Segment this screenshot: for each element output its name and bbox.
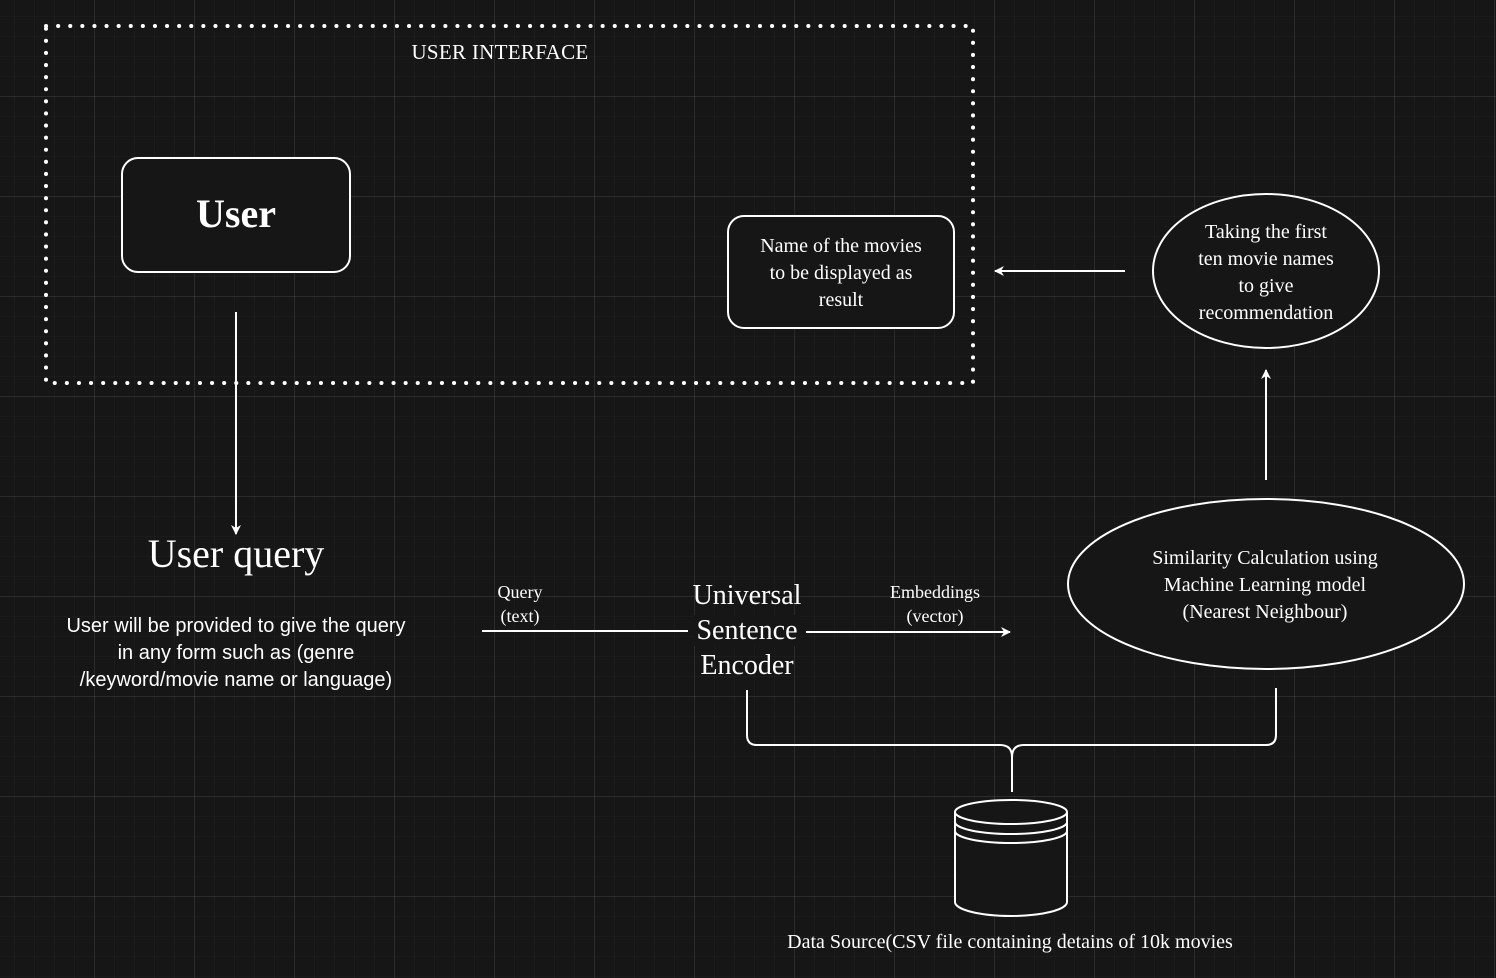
similarity-line-3: (Nearest Neighbour) xyxy=(1182,601,1348,623)
movies-result-line-1: Name of the movies xyxy=(760,235,922,257)
user-query-title: User query xyxy=(147,531,325,576)
data-source-label: Data Source(CSV file containing detains … xyxy=(787,931,1233,953)
movies-result-box[interactable] xyxy=(727,215,955,329)
embeddings-edge-line-1: Embeddings xyxy=(890,582,980,602)
query-edge-line-1: Query xyxy=(497,582,543,602)
user-box[interactable] xyxy=(121,157,351,273)
user-box-label: User xyxy=(196,191,276,236)
top-results-line-4: recommendation xyxy=(1198,302,1334,324)
query-edge-line-2: (text) xyxy=(500,606,540,626)
ui-boundary-label: USER INTERFACE xyxy=(411,40,589,64)
encoder-line-2: Sentence xyxy=(694,615,800,646)
movies-result-line-3: result xyxy=(818,289,864,311)
user-query-description: User will be provided to give the query … xyxy=(66,615,406,691)
movies-result-label: Name of the movies to be displayed as re… xyxy=(728,233,954,314)
data-source-bracket xyxy=(746,688,1277,792)
top-results-line-3: to give xyxy=(1238,275,1294,297)
similarity-ellipse[interactable] xyxy=(1067,498,1465,670)
embeddings-edge-label: Embeddings (vector) xyxy=(865,580,1005,628)
top-results-line-1: Taking the first xyxy=(1205,221,1327,243)
encoder-node[interactable]: Universal Sentence Encoder xyxy=(660,578,834,683)
database-icon xyxy=(954,799,1068,917)
similarity-line-1: Similarity Calculation using xyxy=(1152,547,1378,569)
embeddings-edge-line-2: (vector) xyxy=(906,606,964,626)
movies-result-line-2: to be displayed as xyxy=(769,262,913,284)
top-results-line-2: ten movie names xyxy=(1198,248,1334,270)
encoder-line-1: Universal xyxy=(692,580,802,611)
similarity-line-2: Machine Learning model xyxy=(1163,574,1367,596)
top-results-label: Taking the first ten movie names to give… xyxy=(1160,219,1372,327)
query-edge-label: Query (text) xyxy=(470,580,570,628)
encoder-line-3: Encoder xyxy=(700,650,794,681)
similarity-label: Similarity Calculation using Machine Lea… xyxy=(1095,545,1435,626)
top-results-ellipse[interactable] xyxy=(1152,193,1380,349)
